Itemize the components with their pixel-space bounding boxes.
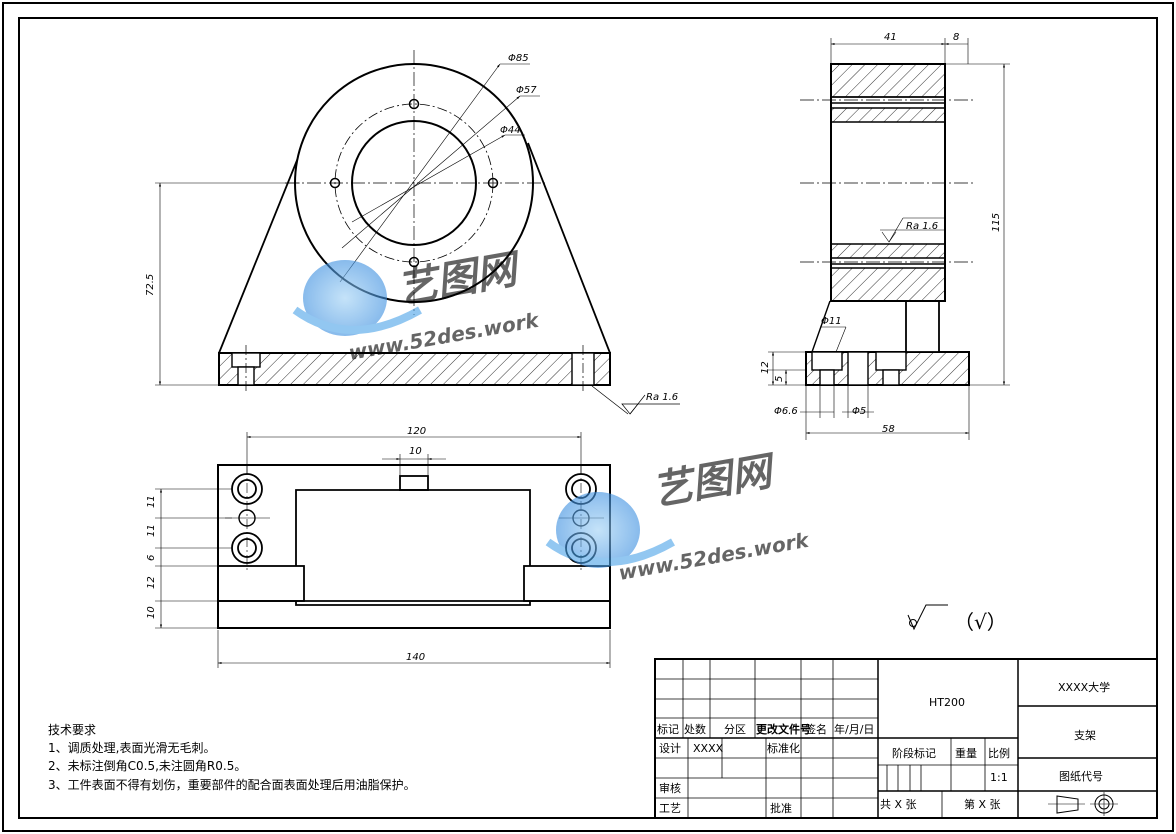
tb-scale-label: 比例: [988, 746, 1010, 760]
dim-phi11: Φ11: [821, 316, 842, 327]
ra-side: Ra 1.6: [906, 221, 938, 232]
tb-stage-label: 阶段标记: [892, 746, 936, 760]
dim-6: 6: [146, 555, 157, 561]
dim-8: 8: [953, 32, 959, 43]
surface-roughness-symbol: [907, 604, 948, 631]
inner-border: [18, 17, 1158, 819]
front-rib-left: [218, 142, 305, 354]
front-rib-right: [527, 142, 611, 354]
svg-text:艺图网: 艺图网: [649, 448, 781, 515]
dim-115: 115: [991, 213, 1002, 232]
tb-process-label: 工艺: [659, 802, 681, 815]
dim-11-a: 11: [146, 495, 157, 508]
tb-approve-label: 批准: [770, 801, 792, 815]
svg-text:www.52des.work: www.52des.work: [617, 528, 812, 585]
tb-review-label: 审核: [659, 781, 681, 795]
tb-date: 年/月/日: [834, 722, 874, 736]
dim-phi44: Φ44: [500, 125, 521, 136]
watermark-1: 艺图网 www.52des.work: [292, 246, 542, 365]
tb-zone: 分区: [724, 723, 746, 736]
dim-5-side: 5: [774, 376, 785, 382]
dim-120: 120: [407, 426, 426, 437]
tb-count: 处数: [684, 723, 706, 736]
dim-11-b: 11: [146, 524, 157, 537]
tb-part-name: 支架: [1074, 729, 1096, 742]
tb-scale: 1:1: [990, 771, 1008, 784]
ra-front: Ra 1.6: [646, 392, 678, 403]
dim-10-top: 10: [409, 446, 422, 457]
dim-phi5: Φ5: [852, 406, 866, 417]
tb-sign: 签名: [805, 722, 827, 736]
dim-72-5: 72.5: [145, 274, 156, 296]
tb-material: HT200: [929, 696, 965, 709]
surface-general-note: （√）: [954, 610, 1007, 634]
side-rib: [905, 300, 940, 353]
tb-standard-label: 标准化: [767, 741, 800, 755]
tb-mark: 标记: [657, 722, 679, 736]
title-block: [654, 658, 1158, 819]
tb-doc: 更改文件号: [756, 722, 811, 736]
dim-58: 58: [882, 424, 895, 435]
tb-sheets-total: 共 X 张: [880, 798, 917, 811]
side-view: [800, 63, 975, 386]
dim-phi6-6: Φ6.6: [774, 406, 798, 417]
tb-university: XXXX大学: [1058, 680, 1110, 694]
notes-item-2: 2、未标注倒角C0.5,未注圆角R0.5。: [48, 758, 246, 773]
dim-12-side: 12: [760, 361, 771, 374]
tb-design-label: 设计: [659, 742, 681, 755]
tb-designer: XXXX: [693, 742, 724, 755]
front-base-plate: [218, 352, 611, 386]
tb-drawing-code-label: 图纸代号: [1059, 770, 1103, 783]
watermark-2: 艺图网 www.52des.work: [545, 448, 812, 585]
notes-title: 技术要求: [48, 723, 96, 737]
tb-weight-label: 重量: [955, 746, 977, 760]
side-boss: [830, 63, 946, 302]
dim-phi85: Φ85: [508, 53, 529, 64]
dim-12-top: 12: [146, 576, 157, 589]
dim-41: 41: [884, 32, 897, 43]
dim-140: 140: [406, 652, 425, 663]
dim-phi57: Φ57: [516, 85, 537, 96]
tb-sheet-current: 第 X 张: [964, 797, 1001, 811]
front-view: [218, 50, 611, 392]
notes-item-3: 3、工件表面不得有划伤，重要部件的配合面表面处理后用油脂保护。: [48, 777, 416, 792]
top-key: [399, 475, 429, 491]
notes-item-1: 1、调质处理,表面光滑无毛刺。: [48, 741, 215, 755]
dim-10-left: 10: [146, 606, 157, 619]
